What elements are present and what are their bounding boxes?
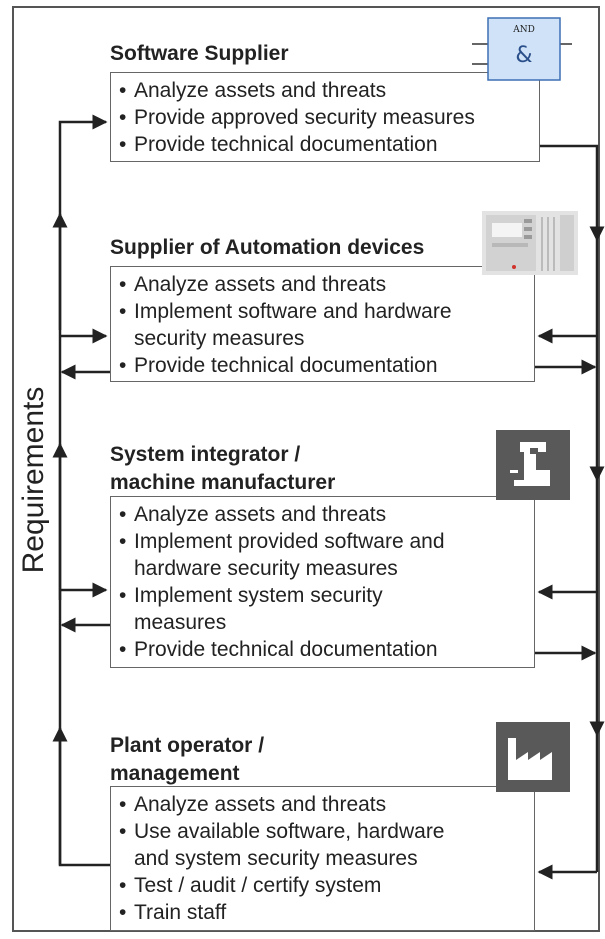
list-item: •Implement software and hardware (119, 300, 452, 323)
list-item: •Provide technical documentation (119, 638, 438, 661)
req-loop-path (58, 114, 110, 867)
list-item: •Analyze assets and threats (119, 79, 387, 102)
title-line: Plant operator / (110, 734, 265, 757)
list-item: •Train staff (119, 901, 227, 924)
requirements-label: Requirements (17, 386, 50, 574)
role-box-system-integrator: •Analyze assets and threats •Implement p… (110, 496, 535, 668)
list-item: •Analyze assets and threats (119, 273, 387, 296)
and-gate-label: AND (512, 25, 535, 35)
factory-icon (496, 722, 570, 792)
list-item: •Implement system security (119, 584, 383, 607)
list-item: •Test / audit / certify system (119, 874, 382, 897)
list-item: •Use available software, hardware (119, 820, 445, 843)
role-box-plant-operator: •Analyze assets and threats •Use availab… (110, 786, 535, 931)
title-line: System integrator / (110, 443, 301, 466)
machine-tool-icon (496, 430, 570, 500)
title-line: Supplier of Automation devices (110, 236, 425, 259)
title-line: Software Supplier (110, 42, 289, 65)
list-item: •Analyze assets and threats (119, 793, 387, 816)
role-box-automation-supplier: •Analyze assets and threats •Implement s… (110, 266, 535, 382)
list-item: •Provide approved security measures (119, 106, 475, 129)
list-item: security measures (134, 327, 305, 350)
list-item: •Implement provided software and (119, 530, 445, 553)
automation-device-icon (482, 211, 578, 275)
role-title-system-integrator: System integrator / machine manufacturer (110, 441, 335, 497)
role-title-software-supplier: Software Supplier (110, 40, 289, 68)
list-item: •Provide technical documentation (119, 133, 438, 156)
list-item: •Analyze assets and threats (119, 503, 387, 526)
list-item: •Provide technical documentation (119, 354, 438, 377)
and-gate-icon: AND & (472, 17, 572, 81)
list-item: and system security measures (134, 847, 418, 870)
and-gate-symbol: & (515, 43, 532, 68)
role-box-software-supplier: •Analyze assets and threats •Provide app… (110, 72, 540, 162)
title-line: machine manufacturer (110, 471, 336, 494)
title-line: management (110, 762, 240, 785)
role-title-automation-supplier: Supplier of Automation devices (110, 234, 424, 262)
list-item: hardware security measures (134, 557, 398, 580)
role-title-plant-operator: Plant operator / management (110, 732, 264, 788)
list-item: measures (134, 611, 227, 634)
